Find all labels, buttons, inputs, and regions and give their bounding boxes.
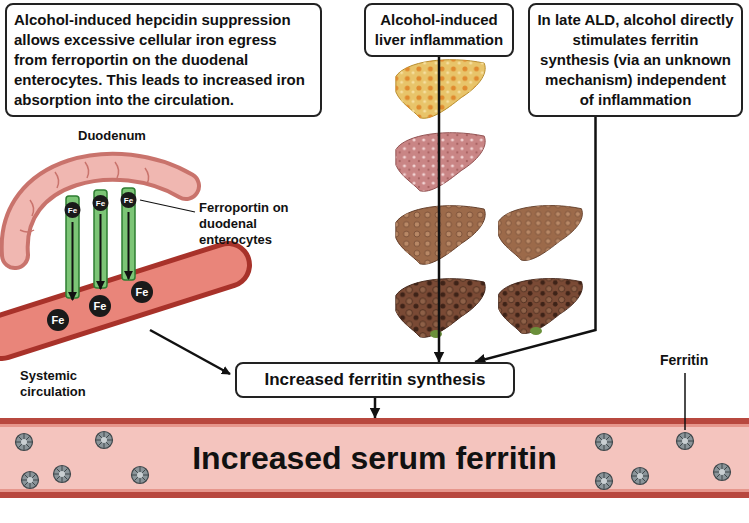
vessel-band: Increased serum ferritin <box>0 418 749 498</box>
part-label: Ferritin <box>660 352 708 369</box>
connector-arrow <box>475 117 596 362</box>
element-symbol: Fe <box>94 299 107 313</box>
element-symbol: Fe <box>136 285 149 299</box>
box-text: Increased ferritin synthesis <box>244 369 506 391</box>
box-text: Alcohol-induced liver inflammation <box>373 10 505 50</box>
element-symbol: Fe <box>68 205 77 216</box>
note-box: Alcohol-induced hepcidin suppression all… <box>5 3 322 117</box>
element-symbol: Fe <box>52 313 65 327</box>
note-box: In late ALD, alcohol directly stimulates… <box>528 3 743 117</box>
part-label: Duodenum <box>78 128 146 144</box>
box-text: Alcohol-induced hepcidin suppression all… <box>14 10 313 110</box>
process-box: Increased ferritin synthesis <box>235 362 515 398</box>
band-title: Increased serum ferritin <box>192 439 557 477</box>
box-text: In late ALD, alcohol directly stimulates… <box>537 10 734 110</box>
part-label: Ferroportin on duodenal enterocytes <box>199 200 317 248</box>
connector-arrow <box>374 398 377 418</box>
part-label: Systemic circulation <box>20 368 120 400</box>
connector-arrow <box>438 57 441 362</box>
element-symbol: Fe <box>96 198 105 209</box>
note-box: Alcohol-induced liver inflammation <box>364 3 514 57</box>
element-symbol: Fe <box>124 195 133 206</box>
